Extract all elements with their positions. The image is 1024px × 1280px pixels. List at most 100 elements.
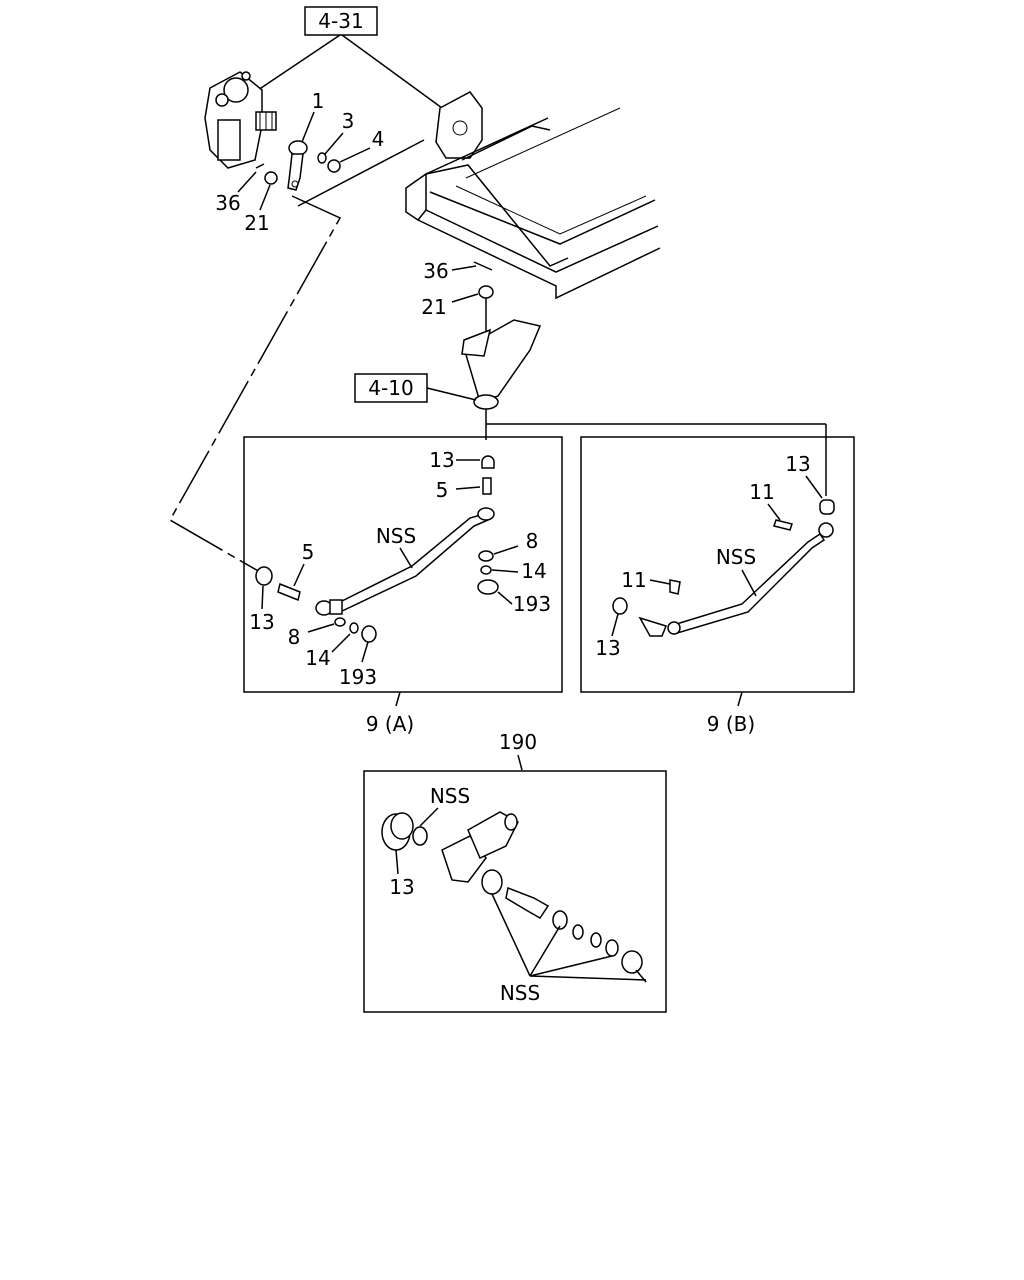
callout-b-13-left: 13	[595, 636, 620, 660]
link-line-pitman-to-a	[168, 195, 342, 573]
leader-kit-nss-2	[529, 925, 561, 977]
leader-kit-190	[517, 754, 523, 771]
leader-9b	[737, 691, 743, 707]
leader-b-11-left	[649, 579, 671, 585]
leader-b-nss	[741, 569, 757, 597]
leader-kit-nss-3	[529, 955, 613, 977]
leader-21-top	[259, 184, 271, 211]
kit-components	[381, 811, 647, 983]
leader-a-193-left	[361, 641, 369, 663]
washer-14-a-left	[349, 622, 359, 634]
leader-b-11-top	[767, 503, 781, 521]
link-line-frame	[297, 139, 425, 207]
drag-link-b	[638, 522, 834, 637]
callout-b-11-left: 11	[621, 568, 646, 592]
callout-36-top: 36	[215, 191, 240, 215]
callout-a-nss: NSS	[376, 524, 416, 548]
leader-a-193-right	[497, 591, 513, 605]
leader-4	[339, 147, 371, 163]
panel-9a[interactable]	[243, 436, 563, 693]
ref-box-4-10[interactable]	[354, 373, 428, 403]
nut-4	[327, 159, 341, 173]
leader-36-top	[237, 171, 257, 193]
callout-a-14-right: 14	[521, 559, 546, 583]
leader-4-31-right	[341, 34, 443, 109]
leader-a-5-top	[455, 486, 481, 490]
leader-a-8-left	[307, 623, 335, 633]
ball-stud-5-a-left	[277, 582, 301, 602]
ref-label-4-31: 4-31	[318, 9, 363, 33]
nut-21-mid	[478, 285, 494, 299]
dust-cover-13-b-top	[819, 499, 835, 515]
callout-b-11-top: 11	[749, 480, 774, 504]
callout-kit-190: 190	[499, 730, 537, 754]
knuckle-arm	[461, 319, 542, 410]
leader-a-13-left	[261, 585, 264, 610]
leader-kit-13	[395, 849, 399, 875]
callout-kit-13: 13	[389, 875, 414, 899]
leader-21-mid	[451, 293, 479, 303]
callout-a-13-top: 13	[429, 448, 454, 472]
leader-4-10	[426, 387, 477, 401]
chassis-frame	[405, 91, 661, 300]
drag-link-a	[315, 507, 495, 616]
leader-a-nss	[399, 547, 413, 569]
cotter-pin-36-mid	[473, 261, 493, 271]
callout-a-14-left: 14	[305, 646, 330, 670]
leader-kit-nss-1	[491, 893, 531, 977]
callout-a-5-left: 5	[302, 540, 315, 564]
callout-a-13-left: 13	[249, 610, 274, 634]
panel-kit-190[interactable]	[363, 770, 667, 1013]
leader-4-31-left	[257, 34, 341, 91]
grease-nipple-11-b-top	[773, 519, 793, 531]
leader-a-14-right	[491, 569, 519, 573]
caption-9b: 9 (B)	[707, 712, 755, 736]
dust-cover-13-b-left	[612, 597, 628, 615]
leader-3	[324, 132, 344, 155]
callout-36-mid: 36	[423, 259, 448, 283]
ref-box-4-31[interactable]	[304, 6, 378, 36]
leader-a-8-right	[493, 545, 519, 555]
cotter-pin-36-top	[255, 163, 265, 169]
leader-kit-nss-4	[529, 975, 647, 981]
leader-b-13-top	[805, 475, 823, 499]
callout-kit-nss-top: NSS	[430, 784, 470, 808]
nut-193-a-left	[361, 625, 377, 643]
panel-9b[interactable]	[580, 436, 855, 693]
pitman-arm	[287, 140, 308, 191]
callout-21-top: 21	[244, 211, 269, 235]
callout-a-5-top: 5	[436, 478, 449, 502]
seal-8-a-right	[478, 550, 494, 562]
ball-stud-5-a-top	[482, 477, 492, 495]
caption-9a: 9 (A)	[366, 712, 414, 736]
callout-3: 3	[342, 109, 355, 133]
dust-cover-13-a-top	[481, 455, 495, 469]
leader-1	[301, 111, 315, 143]
leader-b-13-left	[611, 613, 619, 637]
callout-b-nss: NSS	[716, 545, 756, 569]
leader-a-5-left	[293, 563, 305, 587]
callout-b-13-top: 13	[785, 452, 810, 476]
callout-a-8-right: 8	[526, 529, 539, 553]
nut-193-a-right	[477, 579, 499, 595]
callout-a-193-left: 193	[339, 665, 377, 689]
callout-a-8-left: 8	[288, 625, 301, 649]
callout-21-mid: 21	[421, 295, 446, 319]
callout-a-193-right: 193	[513, 592, 551, 616]
seal-8-a-left	[334, 617, 346, 627]
callout-kit-nss-bottom: NSS	[500, 981, 540, 1005]
dust-cover-13-a-left	[255, 566, 273, 586]
callout-4: 4	[372, 127, 385, 151]
leader-a-14-left	[331, 633, 351, 653]
callout-1: 1	[312, 89, 325, 113]
leader-kit-nss-top	[419, 807, 439, 827]
grease-nipple-11-b-left	[669, 579, 681, 595]
leader-36-mid	[451, 265, 477, 271]
steering-gear-box	[204, 71, 277, 169]
washer-14-a-right	[480, 565, 492, 575]
nut-21-top	[264, 171, 278, 185]
ref-label-4-10: 4-10	[368, 376, 413, 400]
washer-3	[317, 152, 327, 164]
leader-9a	[395, 691, 401, 707]
